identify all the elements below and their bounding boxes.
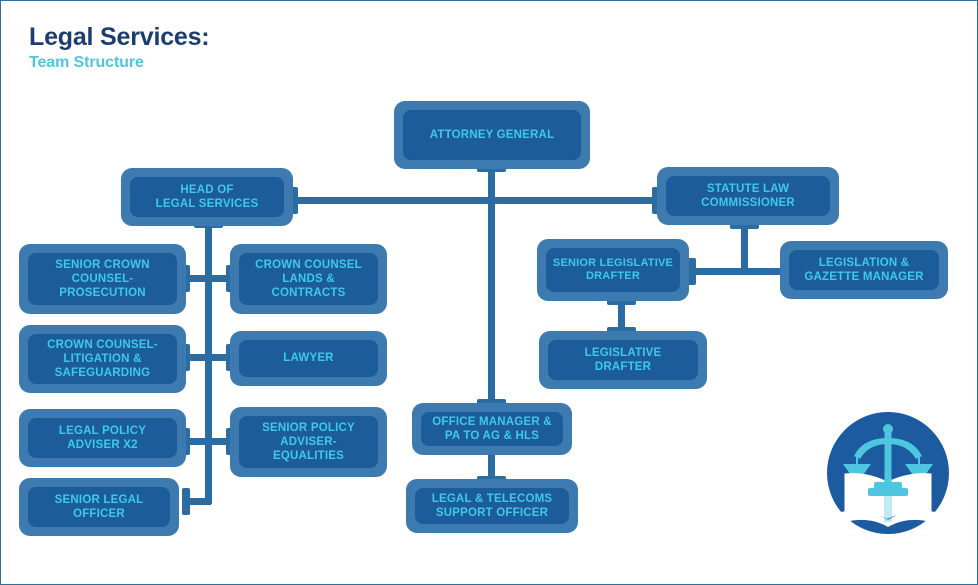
node-statute-law-commissioner-inner: STATUTE LAW COMMISSIONER	[666, 176, 830, 216]
node-crown-counsel-lands-contracts-inner: CROWN COUNSEL LANDS & CONTRACTS	[239, 253, 378, 305]
node-senior-legislative-drafter-label: SENIOR LEGISLATIVE DRAFTER	[552, 256, 674, 282]
node-legal-telecoms-support-officer-label: LEGAL & TELECOMS SUPPORT OFFICER	[431, 492, 553, 519]
connector-slc-down	[741, 225, 748, 272]
node-legal-policy-adviser-x2[interactable]: LEGAL POLICY ADVISER X2	[19, 409, 186, 467]
node-attorney-general-label: ATTORNEY GENERAL	[429, 128, 555, 141]
node-attorney-general[interactable]: ATTORNEY GENERAL	[394, 101, 590, 169]
node-head-of-legal-services[interactable]: HEAD OF LEGAL SERVICES	[121, 168, 293, 226]
connector-top-horizontal	[291, 197, 659, 204]
node-crown-counsel-lands-contracts[interactable]: CROWN COUNSEL LANDS & CONTRACTS	[230, 244, 387, 314]
connector-row2-right	[208, 354, 230, 361]
connector-drafter-down	[618, 301, 625, 331]
connector-row1-right	[208, 275, 230, 282]
connector-row1-left	[186, 275, 208, 282]
connector-office-down	[488, 449, 495, 481]
node-office-manager-pa-inner: OFFICE MANAGER & PA TO AG & HLS	[421, 412, 563, 446]
node-senior-legislative-drafter-inner: SENIOR LEGISLATIVE DRAFTER	[546, 248, 680, 292]
stub-row4-leftbox	[182, 488, 190, 515]
node-senior-policy-adviser-equalities-label: SENIOR POLICY ADVISER- EQUALITIES	[262, 421, 355, 462]
connector-ag-vertical	[488, 168, 495, 405]
node-office-manager-pa-label: OFFICE MANAGER & PA TO AG & HLS	[432, 415, 552, 442]
node-senior-legal-officer-label: SENIOR LEGAL OFFICER	[54, 493, 144, 520]
node-office-manager-pa[interactable]: OFFICE MANAGER & PA TO AG & HLS	[412, 403, 572, 455]
node-lawyer-inner: LAWYER	[239, 340, 378, 377]
node-senior-legal-officer-inner: SENIOR LEGAL OFFICER	[28, 487, 170, 527]
stub-slc-bottom	[730, 221, 759, 229]
stub-row2-leftbox	[182, 344, 190, 371]
stub-hls-right	[289, 187, 298, 214]
node-lawyer-label: LAWYER	[283, 352, 334, 365]
node-legislation-gazette-manager[interactable]: LEGISLATION & GAZETTE MANAGER	[780, 241, 948, 299]
node-statute-law-commissioner[interactable]: STATUTE LAW COMMISSIONER	[657, 167, 839, 225]
node-crown-counsel-litigation-safeguarding[interactable]: CROWN COUNSEL- LITIGATION & SAFEGUARDING	[19, 325, 186, 393]
node-legal-policy-adviser-x2-inner: LEGAL POLICY ADVISER X2	[28, 418, 177, 458]
node-head-of-legal-services-label: HEAD OF LEGAL SERVICES	[155, 183, 259, 210]
node-senior-crown-counsel-prosecution-inner: SENIOR CROWN COUNSEL- PROSECUTION	[28, 253, 177, 305]
node-senior-legislative-drafter[interactable]: SENIOR LEGISLATIVE DRAFTER	[537, 239, 689, 301]
node-attorney-general-inner: ATTORNEY GENERAL	[403, 110, 581, 160]
node-legislative-drafter-inner: LEGISLATIVE DRAFTER	[548, 340, 698, 380]
node-head-of-legal-services-inner: HEAD OF LEGAL SERVICES	[130, 177, 284, 217]
node-legislation-gazette-manager-label: LEGISLATION & GAZETTE MANAGER	[804, 256, 924, 283]
node-lawyer[interactable]: LAWYER	[230, 331, 387, 386]
node-crown-counsel-lands-contracts-label: CROWN COUNSEL LANDS & CONTRACTS	[255, 258, 362, 299]
stub-row1-leftbox	[182, 265, 190, 292]
node-statute-law-commissioner-label: STATUTE LAW COMMISSIONER	[701, 182, 795, 209]
page-title: Legal Services: Team Structure	[29, 23, 210, 72]
stub-slc-left	[652, 187, 661, 214]
node-senior-policy-adviser-equalities[interactable]: SENIOR POLICY ADVISER- EQUALITIES	[230, 407, 387, 477]
connector-row3-right	[208, 438, 230, 445]
node-senior-crown-counsel-prosecution-label: SENIOR CROWN COUNSEL- PROSECUTION	[55, 258, 150, 299]
node-senior-legal-officer[interactable]: SENIOR LEGAL OFFICER	[19, 478, 179, 536]
title-subtitle: Team Structure	[29, 54, 144, 71]
scales-of-justice-book-logo	[827, 412, 949, 534]
connector-row4-left	[186, 498, 211, 505]
node-legislative-drafter-label: LEGISLATIVE DRAFTER	[584, 346, 662, 373]
connector-row2-left	[186, 354, 208, 361]
node-legal-telecoms-support-officer[interactable]: LEGAL & TELECOMS SUPPORT OFFICER	[406, 479, 578, 533]
stub-senior-drafter-right	[688, 258, 696, 285]
connector-drafter-horizontal	[691, 268, 794, 275]
node-legislation-gazette-manager-inner: LEGISLATION & GAZETTE MANAGER	[789, 250, 939, 290]
node-crown-counsel-litigation-safeguarding-inner: CROWN COUNSEL- LITIGATION & SAFEGUARDING	[28, 334, 177, 384]
node-senior-crown-counsel-prosecution[interactable]: SENIOR CROWN COUNSEL- PROSECUTION	[19, 244, 186, 314]
connector-hls-down	[205, 224, 212, 504]
node-crown-counsel-litigation-safeguarding-label: CROWN COUNSEL- LITIGATION & SAFEGUARDING	[47, 338, 158, 379]
stub-row3-leftbox	[182, 428, 190, 455]
connector-row3-left	[186, 438, 208, 445]
stub-senior-drafter-bottom	[607, 297, 636, 305]
node-senior-policy-adviser-equalities-inner: SENIOR POLICY ADVISER- EQUALITIES	[239, 416, 378, 468]
node-legislative-drafter[interactable]: LEGISLATIVE DRAFTER	[539, 331, 707, 389]
title-main: Legal Services:	[29, 23, 210, 51]
node-legal-policy-adviser-x2-label: LEGAL POLICY ADVISER X2	[58, 424, 147, 451]
node-legal-telecoms-support-officer-inner: LEGAL & TELECOMS SUPPORT OFFICER	[415, 488, 569, 524]
